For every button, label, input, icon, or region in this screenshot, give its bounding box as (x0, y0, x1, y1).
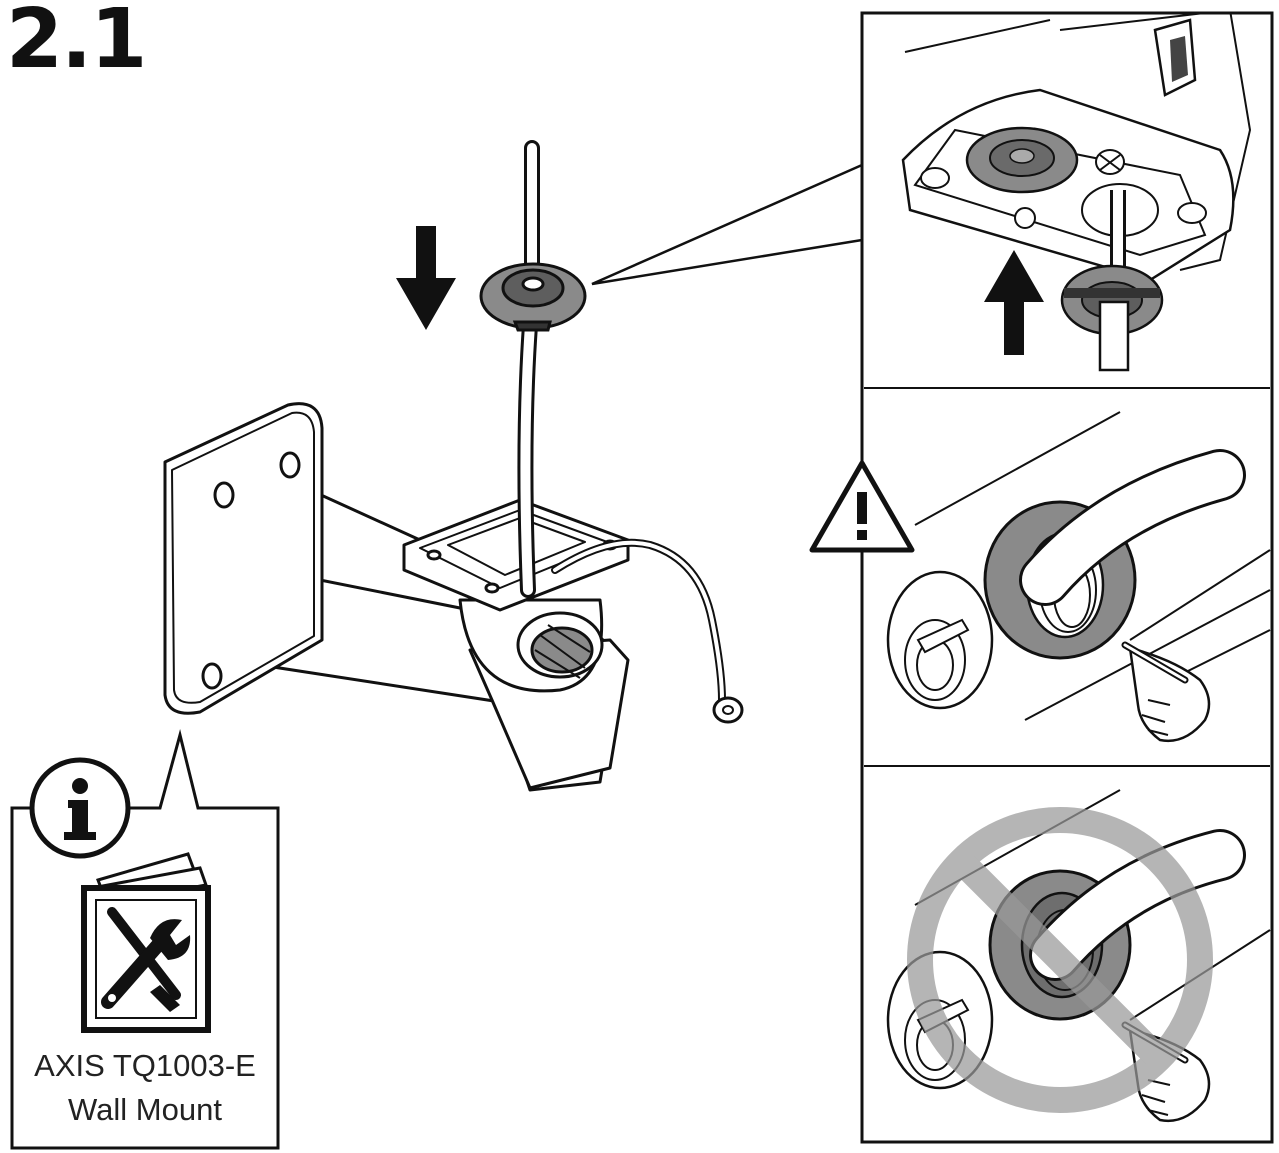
product-model-label: AXIS TQ1003-E (34, 1048, 256, 1083)
callout-line (591, 163, 863, 286)
detail-panel (860, 11, 1274, 1144)
prohibited-icon (907, 807, 1213, 1113)
arrow-up-icon (984, 250, 1044, 355)
info-box-frame (10, 729, 280, 1150)
info-icon (29, 757, 131, 859)
panel-insert-gasket (901, 14, 1252, 372)
arrow-down-icon (396, 226, 456, 330)
wall-mount-bracket (163, 402, 630, 792)
cable-gasket (479, 262, 587, 332)
ground-wire (551, 538, 744, 724)
panel-correct-install (886, 411, 1271, 743)
tools-manual-icon (81, 852, 211, 1033)
step-number: 2.1 (6, 0, 147, 87)
product-name-label: Wall Mount (68, 1092, 222, 1127)
network-cable (517, 140, 540, 598)
warning-triangle-icon (809, 460, 915, 553)
